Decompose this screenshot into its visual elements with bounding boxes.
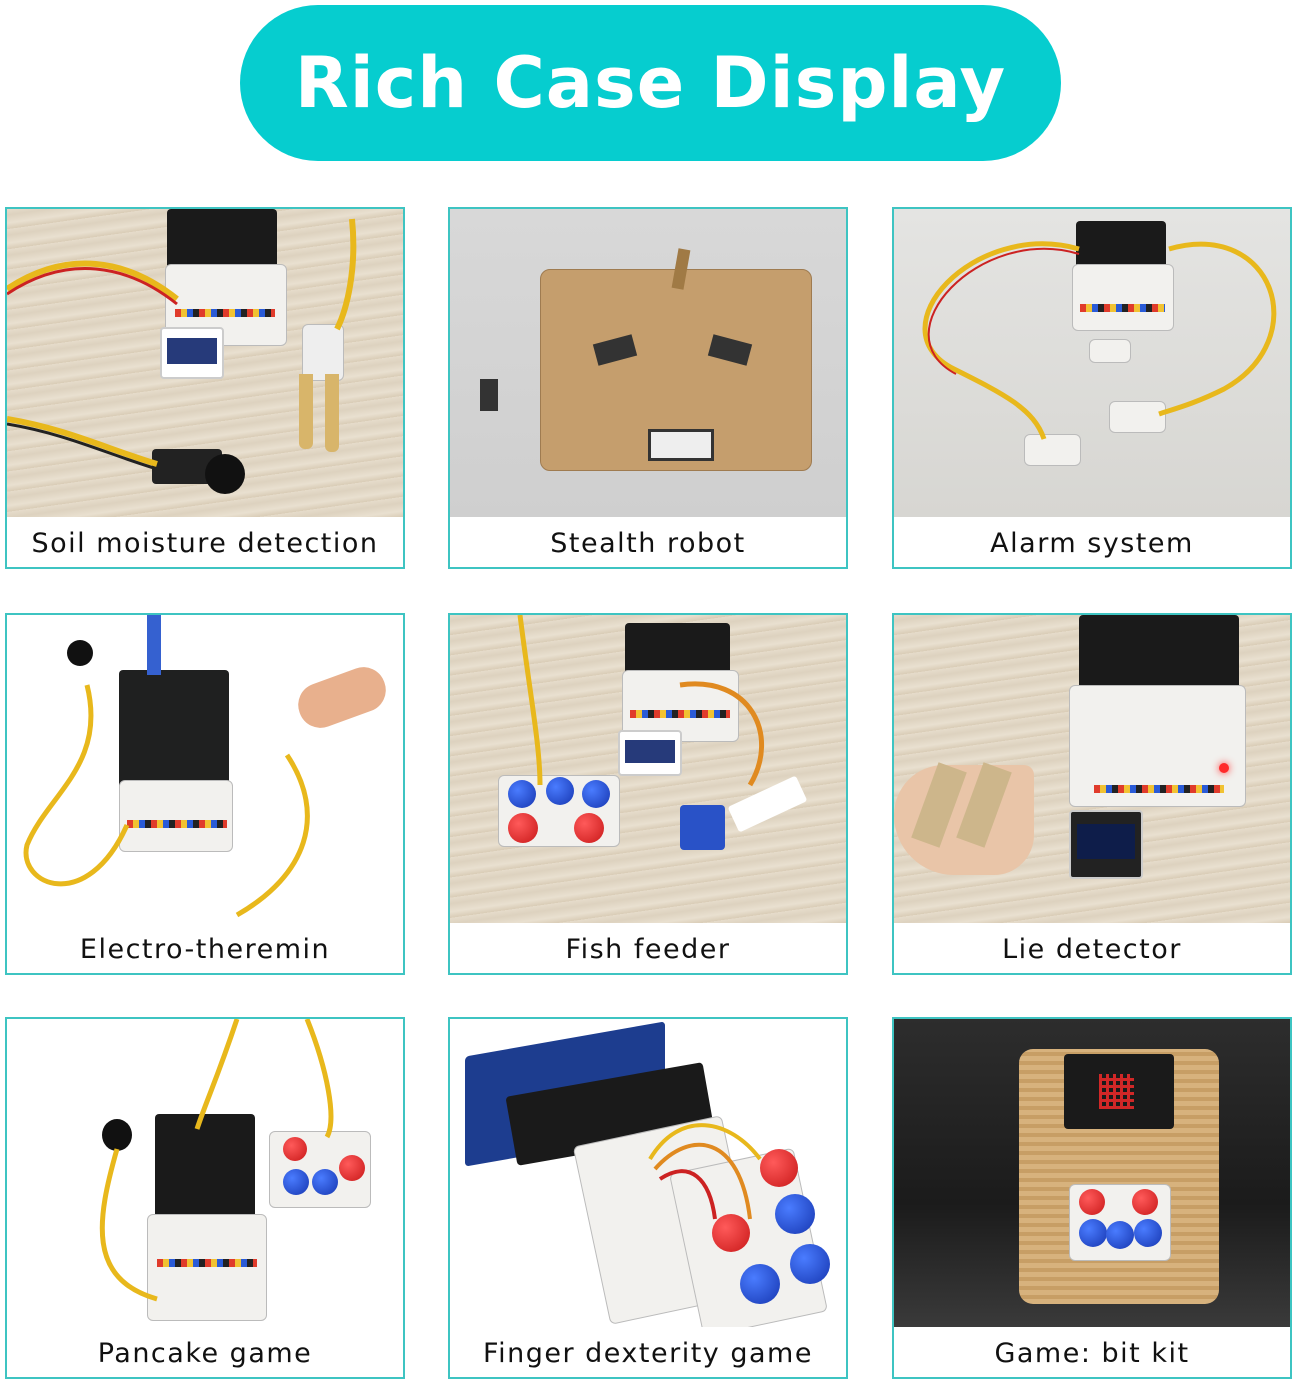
case-card-game-bit-kit: Game: bit kit	[892, 1017, 1292, 1379]
case-photo	[450, 1019, 846, 1327]
case-photo	[894, 209, 1290, 517]
case-photo	[894, 615, 1290, 923]
case-card-alarm-system: Alarm system	[892, 207, 1292, 569]
case-card-pancake-game: Pancake game	[5, 1017, 405, 1379]
case-card-soil-moisture: Soil moisture detection	[5, 207, 405, 569]
case-card-finger-dexterity: Finger dexterity game	[448, 1017, 848, 1379]
case-photo	[7, 615, 403, 923]
case-card-fish-feeder: Fish feeder	[448, 613, 848, 975]
case-caption: Alarm system	[990, 527, 1194, 559]
title-banner: Rich Case Display	[240, 5, 1061, 161]
case-caption: Soil moisture detection	[31, 527, 379, 559]
case-photo	[7, 1019, 403, 1327]
case-photo	[450, 615, 846, 923]
case-photo	[894, 1019, 1290, 1327]
case-caption: Pancake game	[97, 1337, 313, 1369]
case-photo	[450, 209, 846, 517]
case-card-stealth-robot: Stealth robot	[448, 207, 848, 569]
page-title: Rich Case Display	[294, 42, 1007, 124]
case-caption: Lie detector	[1002, 933, 1182, 965]
case-caption: Finger dexterity game	[483, 1337, 813, 1369]
case-card-electro-theremin: Electro-theremin	[5, 613, 405, 975]
case-photo	[7, 209, 403, 517]
case-caption: Stealth robot	[550, 527, 746, 559]
case-card-lie-detector: Lie detector	[892, 613, 1292, 975]
case-caption: Fish feeder	[565, 933, 731, 965]
case-caption: Electro-theremin	[79, 933, 331, 965]
case-caption: Game: bit kit	[994, 1337, 1190, 1369]
